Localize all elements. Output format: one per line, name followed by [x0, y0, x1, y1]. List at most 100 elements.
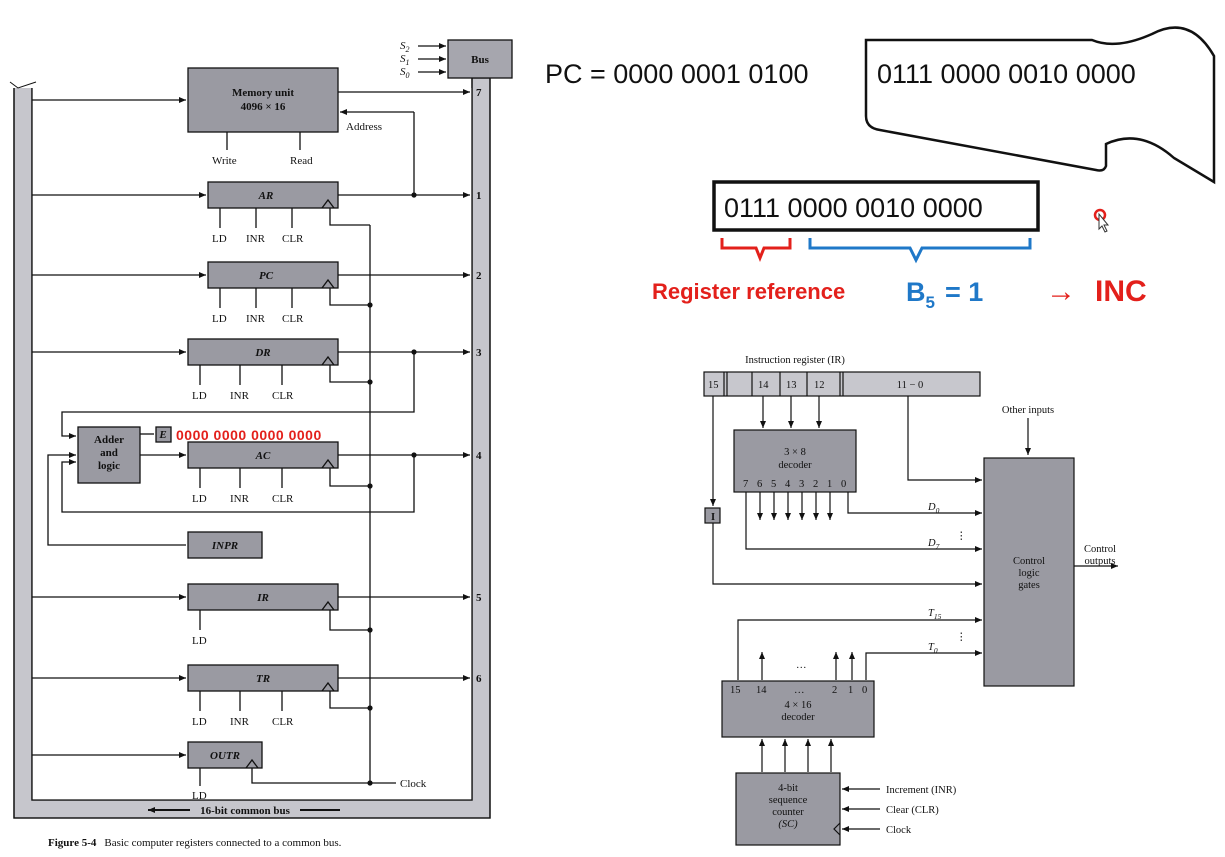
- svg-text:INR: INR: [230, 390, 250, 402]
- register-inpr: INPR: [211, 540, 238, 552]
- register-ir: IR: [256, 592, 269, 604]
- register-pc: PC: [259, 270, 274, 282]
- svg-text:14: 14: [756, 685, 767, 696]
- register-dr: DR: [254, 347, 270, 359]
- b5-sub: 5: [926, 293, 935, 312]
- svg-text:D7: D7: [927, 538, 940, 551]
- instruction-box: [712, 180, 1040, 232]
- svg-text:S0: S0: [400, 66, 410, 80]
- sc-increment: Increment (INR): [886, 785, 957, 796]
- bus-box: [447, 39, 513, 79]
- svg-text:(SC): (SC): [778, 819, 798, 830]
- register-tr: TR: [256, 673, 270, 685]
- svg-text:LD: LD: [192, 493, 207, 505]
- svg-text:3 × 8: 3 × 8: [784, 447, 806, 458]
- svg-text:5: 5: [771, 479, 776, 490]
- svg-text:3: 3: [799, 479, 804, 490]
- sequence-counter: [735, 772, 841, 846]
- svg-text:logic: logic: [1019, 568, 1040, 579]
- right-figure: [703, 371, 1118, 846]
- adder-line-2: and: [100, 447, 118, 459]
- svg-text:6: 6: [757, 479, 762, 490]
- select-s2: S: [400, 40, 406, 52]
- svg-text:…: …: [794, 685, 805, 696]
- arrow-glyph: →: [1046, 275, 1076, 308]
- svg-text:1: 1: [848, 685, 853, 696]
- svg-text:LD: LD: [192, 390, 207, 402]
- instruction-register: [703, 371, 981, 397]
- memory-size: 4096 × 16: [241, 101, 286, 113]
- memory-bus-index: 7: [476, 87, 482, 99]
- svg-text:S2: S2: [400, 40, 410, 54]
- svg-text:decoder: decoder: [778, 460, 812, 471]
- svg-text:S1: S1: [400, 53, 410, 67]
- register-outr: OUTR: [210, 750, 240, 762]
- figure-caption-prefix: Figure 5-4: [48, 837, 97, 849]
- svg-text:Control: Control: [1013, 556, 1045, 567]
- svg-text:LD: LD: [192, 635, 207, 647]
- svg-text:4 × 16: 4 × 16: [785, 700, 812, 711]
- svg-text:1: 1: [827, 479, 832, 490]
- memory-title: Memory unit: [232, 87, 294, 99]
- svg-text:Control: Control: [1084, 544, 1116, 555]
- svg-text:6: 6: [476, 673, 482, 685]
- svg-text:…: …: [796, 660, 807, 671]
- svg-text:gates: gates: [1018, 580, 1040, 591]
- svg-text:7: 7: [743, 479, 748, 490]
- clock-label: Clock: [400, 778, 427, 790]
- svg-text:LD: LD: [192, 790, 207, 802]
- svg-text:T0: T0: [928, 642, 938, 655]
- svg-text:decoder: decoder: [781, 712, 815, 723]
- decoder-3x8: [733, 429, 857, 493]
- control-logic-gates: [983, 457, 1075, 687]
- red-bracket: [720, 238, 792, 263]
- svg-text:CLR: CLR: [272, 716, 294, 728]
- sc-clear: Clear (CLR): [886, 805, 939, 816]
- bus-label: Bus: [471, 54, 489, 66]
- svg-text:LD: LD: [212, 313, 227, 325]
- svg-text:CLR: CLR: [272, 390, 294, 402]
- svg-text:D0: D0: [927, 502, 940, 515]
- svg-text:1: 1: [476, 190, 482, 202]
- memory-word-tape: [864, 26, 1216, 185]
- svg-text:2: 2: [813, 479, 818, 490]
- ir-title: Instruction register (IR): [745, 355, 845, 366]
- svg-text:4: 4: [785, 479, 791, 490]
- svg-text:⋮: ⋮: [956, 531, 967, 542]
- left-figure: [9, 39, 513, 819]
- memory-unit: [187, 67, 339, 133]
- read-label: Read: [290, 155, 313, 167]
- select-s1: S: [400, 53, 406, 65]
- svg-text:0: 0: [841, 479, 846, 490]
- blue-bracket: [808, 238, 1032, 264]
- svg-text:T15: T15: [928, 608, 942, 621]
- svg-text:counter: counter: [772, 807, 804, 818]
- svg-text:13: 13: [786, 380, 797, 391]
- adder-line-3: logic: [98, 460, 120, 472]
- address-label: Address: [346, 121, 382, 133]
- svg-text:INR: INR: [230, 716, 250, 728]
- e-flipflop: E: [158, 429, 166, 441]
- decoder-4x16: [721, 680, 875, 738]
- bus-bottom-label: 16-bit common bus: [200, 805, 291, 817]
- register-reference-label: Register reference: [652, 279, 845, 304]
- svg-text:4-bit: 4-bit: [778, 783, 798, 794]
- register-ar: AR: [258, 190, 274, 202]
- mouse-cursor-icon: [1093, 208, 1110, 233]
- svg-text:INR: INR: [246, 233, 266, 245]
- svg-text:outputs: outputs: [1085, 556, 1116, 567]
- svg-text:5: 5: [476, 592, 482, 604]
- svg-text:CLR: CLR: [282, 313, 304, 325]
- svg-text:0: 0: [862, 685, 867, 696]
- svg-text:sequence: sequence: [769, 795, 808, 806]
- svg-text:11 − 0: 11 − 0: [897, 380, 924, 391]
- svg-text:B5= 1: B5= 1: [906, 277, 983, 312]
- svg-text:INR: INR: [246, 313, 266, 325]
- b5-base: B: [906, 277, 926, 307]
- figure-caption-text: Basic computer registers connected to a …: [104, 837, 341, 849]
- i-bit: I: [711, 512, 715, 523]
- svg-text:12: 12: [814, 380, 825, 391]
- svg-text:15: 15: [708, 380, 719, 391]
- svg-text:2: 2: [476, 270, 482, 282]
